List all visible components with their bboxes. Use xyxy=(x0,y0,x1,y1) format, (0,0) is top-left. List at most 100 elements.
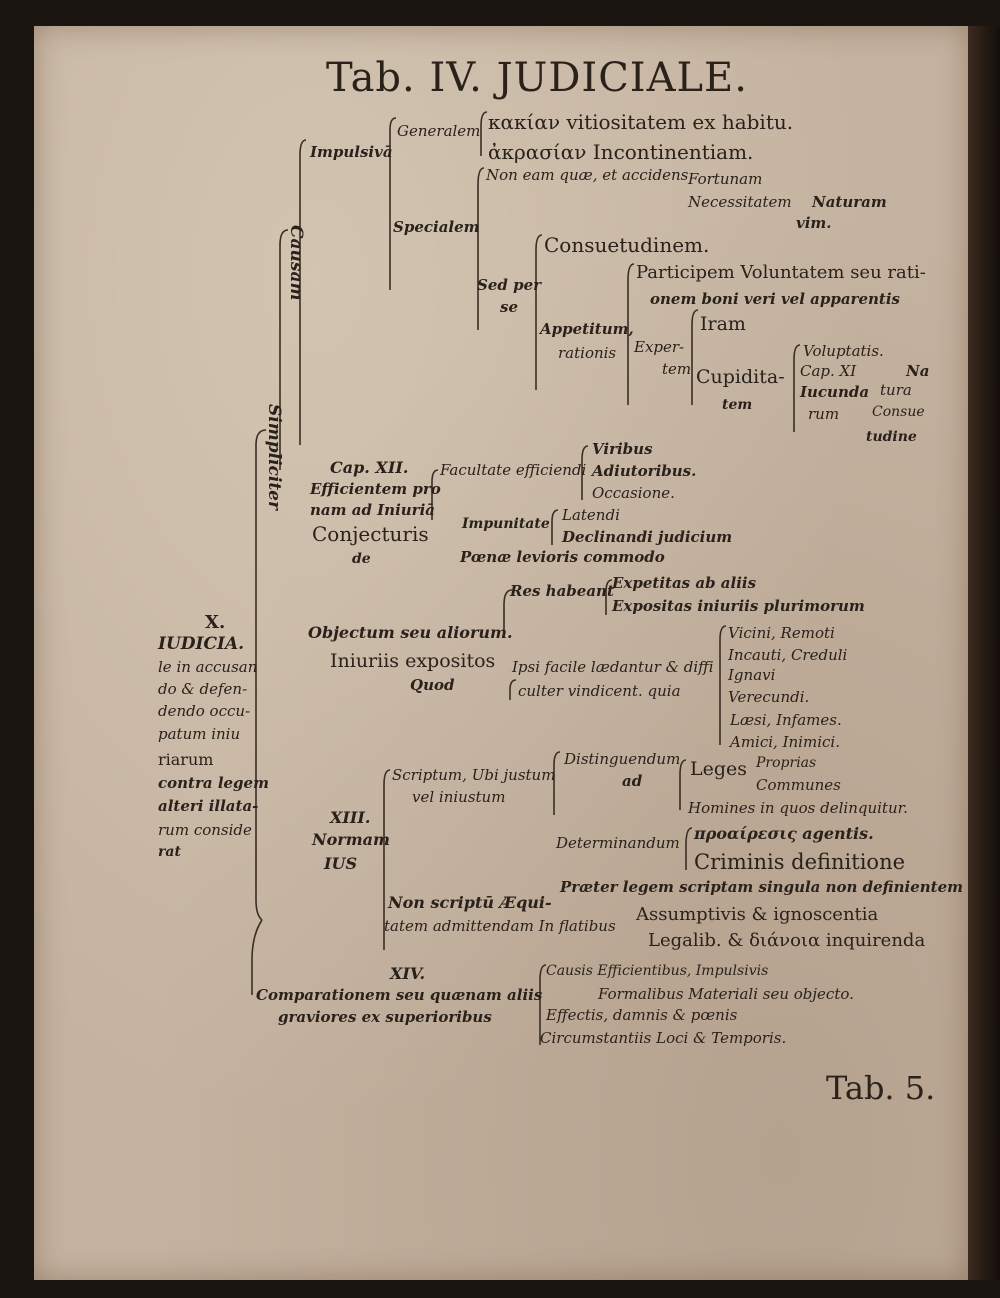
cupiditatem-label-2: tem xyxy=(722,397,753,413)
tudine-label: tudine xyxy=(866,429,917,445)
na-label: Na xyxy=(906,362,930,380)
rum-label: rum xyxy=(808,405,840,423)
scriptum-label: Scriptum, Ubi justum xyxy=(392,766,556,784)
left-block-line: IUDICIA. xyxy=(158,634,245,654)
cupiditatem-label: Cupidita- xyxy=(696,366,785,388)
facultate-label: Facultate efficiendi xyxy=(440,461,587,479)
ipsi-label: Ipsi facile lædantur & diffi xyxy=(512,658,714,676)
consue-label: Consue xyxy=(872,404,925,420)
effectis-label: Effectis, damnis & pœnis xyxy=(546,1006,738,1024)
de-label: de xyxy=(352,551,371,567)
ad-label: ad xyxy=(622,772,643,790)
sed-per-label: Sed per xyxy=(477,276,542,294)
comparationem-label: Comparationem seu quænam aliis xyxy=(256,986,543,1004)
page-footer: Tab. 5. xyxy=(826,1069,936,1107)
normam-label: Normam xyxy=(312,830,390,849)
iram-label: Iram xyxy=(700,313,746,335)
assumptivis-label: Assumptivis & ignoscentia xyxy=(636,904,879,925)
rationis-label: rationis xyxy=(558,344,617,362)
cultes-label: culter vindicent. quia xyxy=(518,682,681,700)
incauti-label: Incauti, Creduli xyxy=(728,646,848,664)
left-block-line: le in accusan xyxy=(158,658,258,676)
nam-ad-label: nam ad Iniuriā xyxy=(310,501,435,519)
appetitum-label: Appetitum, xyxy=(540,320,634,338)
left-block-line: patum iniu xyxy=(158,725,241,743)
adiutoribus-label: Adiutoribus. xyxy=(592,462,697,480)
left-block-line: contra legem xyxy=(158,774,269,792)
objectum-label: Objectum seu aliorum. xyxy=(308,623,513,642)
xiv-label: XIV. xyxy=(390,964,426,983)
res-habeant-label: Res habeant xyxy=(510,582,614,600)
expertem-label: Exper- xyxy=(634,338,685,356)
label-causam: Causam xyxy=(286,225,306,301)
specialem-label: Specialem xyxy=(393,218,480,236)
communes-label: Communes xyxy=(756,776,841,794)
kakia-line: κακίαν vitiositatem ex habitu. xyxy=(488,110,794,134)
formalibus-label: Formalibus Materiali seu objecto. xyxy=(598,985,854,1003)
ignavi-label: Ignavi xyxy=(728,666,776,684)
left-block-line: riarum xyxy=(158,750,214,769)
necessitatem-label: Necessitatem xyxy=(688,193,792,211)
iniuriis-label: Iniuriis expositos xyxy=(330,650,496,672)
causis-label: Causis Efficientibus, Impulsivis xyxy=(546,963,769,979)
non-eam-line: Non eam quæ, et accidens xyxy=(486,166,689,184)
generalem-label: Generalem xyxy=(397,122,481,140)
non-scriptum-label: Non scriptū Æqui- xyxy=(388,893,552,912)
tura-label: tura xyxy=(880,381,912,399)
quod-label: Quod xyxy=(410,676,455,694)
criminis-label: Criminis definitione xyxy=(694,850,906,874)
left-block-line: dendo occu- xyxy=(158,702,251,720)
vel-label: vel iniustum xyxy=(412,788,506,806)
tem-label: tem xyxy=(662,360,692,378)
proairesis-label: προαίρεσις agentis. xyxy=(694,824,874,843)
leges-label: Leges xyxy=(690,758,748,780)
consuetudinem-line: Consuetudinem. xyxy=(544,233,710,257)
conjecturis-label: Conjecturis xyxy=(312,522,429,546)
label-simpliciter: Simpliciter xyxy=(264,404,284,510)
fortunam-label: Fortunam xyxy=(688,170,763,188)
viribus-label: Viribus xyxy=(592,440,653,458)
left-block-line: rum conside xyxy=(158,821,252,839)
distinguendum-label: Distinguendum xyxy=(564,750,681,768)
homines-label: Homines in quos delinquitur. xyxy=(688,799,908,817)
circumstantiis-label: Circumstantiis Loci & Temporis. xyxy=(540,1029,787,1047)
cap-xi-label: Cap. XI xyxy=(800,362,857,380)
book-page xyxy=(34,26,968,1280)
naturam-label: Naturam xyxy=(812,193,887,211)
page-title: Tab. IV. JUDICIALE. xyxy=(326,55,748,101)
iucundarum-label: Iucunda xyxy=(800,383,870,401)
impunitate-label: Impunitate xyxy=(462,516,550,532)
onem-line: onem boni veri vel apparentis xyxy=(650,290,900,308)
akrasia-line: ἀκρασίαν Incontinentiam. xyxy=(488,140,754,164)
impulsiva-label: Impulsivā xyxy=(310,143,393,161)
tatem-label: tatem admittendam In flatibus xyxy=(384,917,616,935)
proprias-label: Proprias xyxy=(756,755,817,771)
occasione-label: Occasione. xyxy=(592,484,675,502)
cap-xii-label: Cap. XII. xyxy=(330,458,409,477)
ius-label: IUS xyxy=(324,854,357,873)
verecundi-label: Verecundi. xyxy=(728,688,810,706)
graviores-label: graviores ex superioribus xyxy=(278,1008,492,1026)
left-block-line: rat xyxy=(158,844,181,860)
laesi-label: Læsi, Infames. xyxy=(730,711,842,729)
voluptatis-label: Voluptatis. xyxy=(803,342,884,360)
efficientem-label: Efficientem pro xyxy=(310,480,441,498)
left-block-number: X. xyxy=(205,612,226,633)
vim-label: vim. xyxy=(796,214,832,232)
declinandi-label: Declinandi judicium xyxy=(562,528,733,546)
legalib-label: Legalib. & διάνοια inquirenda xyxy=(648,930,926,951)
left-block-line: alteri illata- xyxy=(158,797,259,815)
page-edge xyxy=(968,26,1000,1280)
amici-label: Amici, Inimici. xyxy=(730,733,840,751)
determinandum-label: Determinandum xyxy=(556,834,680,852)
se-label: se xyxy=(500,298,518,316)
left-block-line: do & defen- xyxy=(158,680,248,698)
praeter-label: Præter legem scriptam singula non defini… xyxy=(560,878,963,896)
expositas-label: Expositas iniuriis plurimorum xyxy=(612,597,865,615)
vicini-label: Vicini, Remoti xyxy=(728,624,835,642)
expetitas-label: Expetitas ab aliis xyxy=(612,574,757,592)
xiii-label: XIII. xyxy=(330,808,371,827)
poena-label: Pœnæ levioris commodo xyxy=(460,548,665,566)
latendi-label: Latendi xyxy=(562,506,620,524)
